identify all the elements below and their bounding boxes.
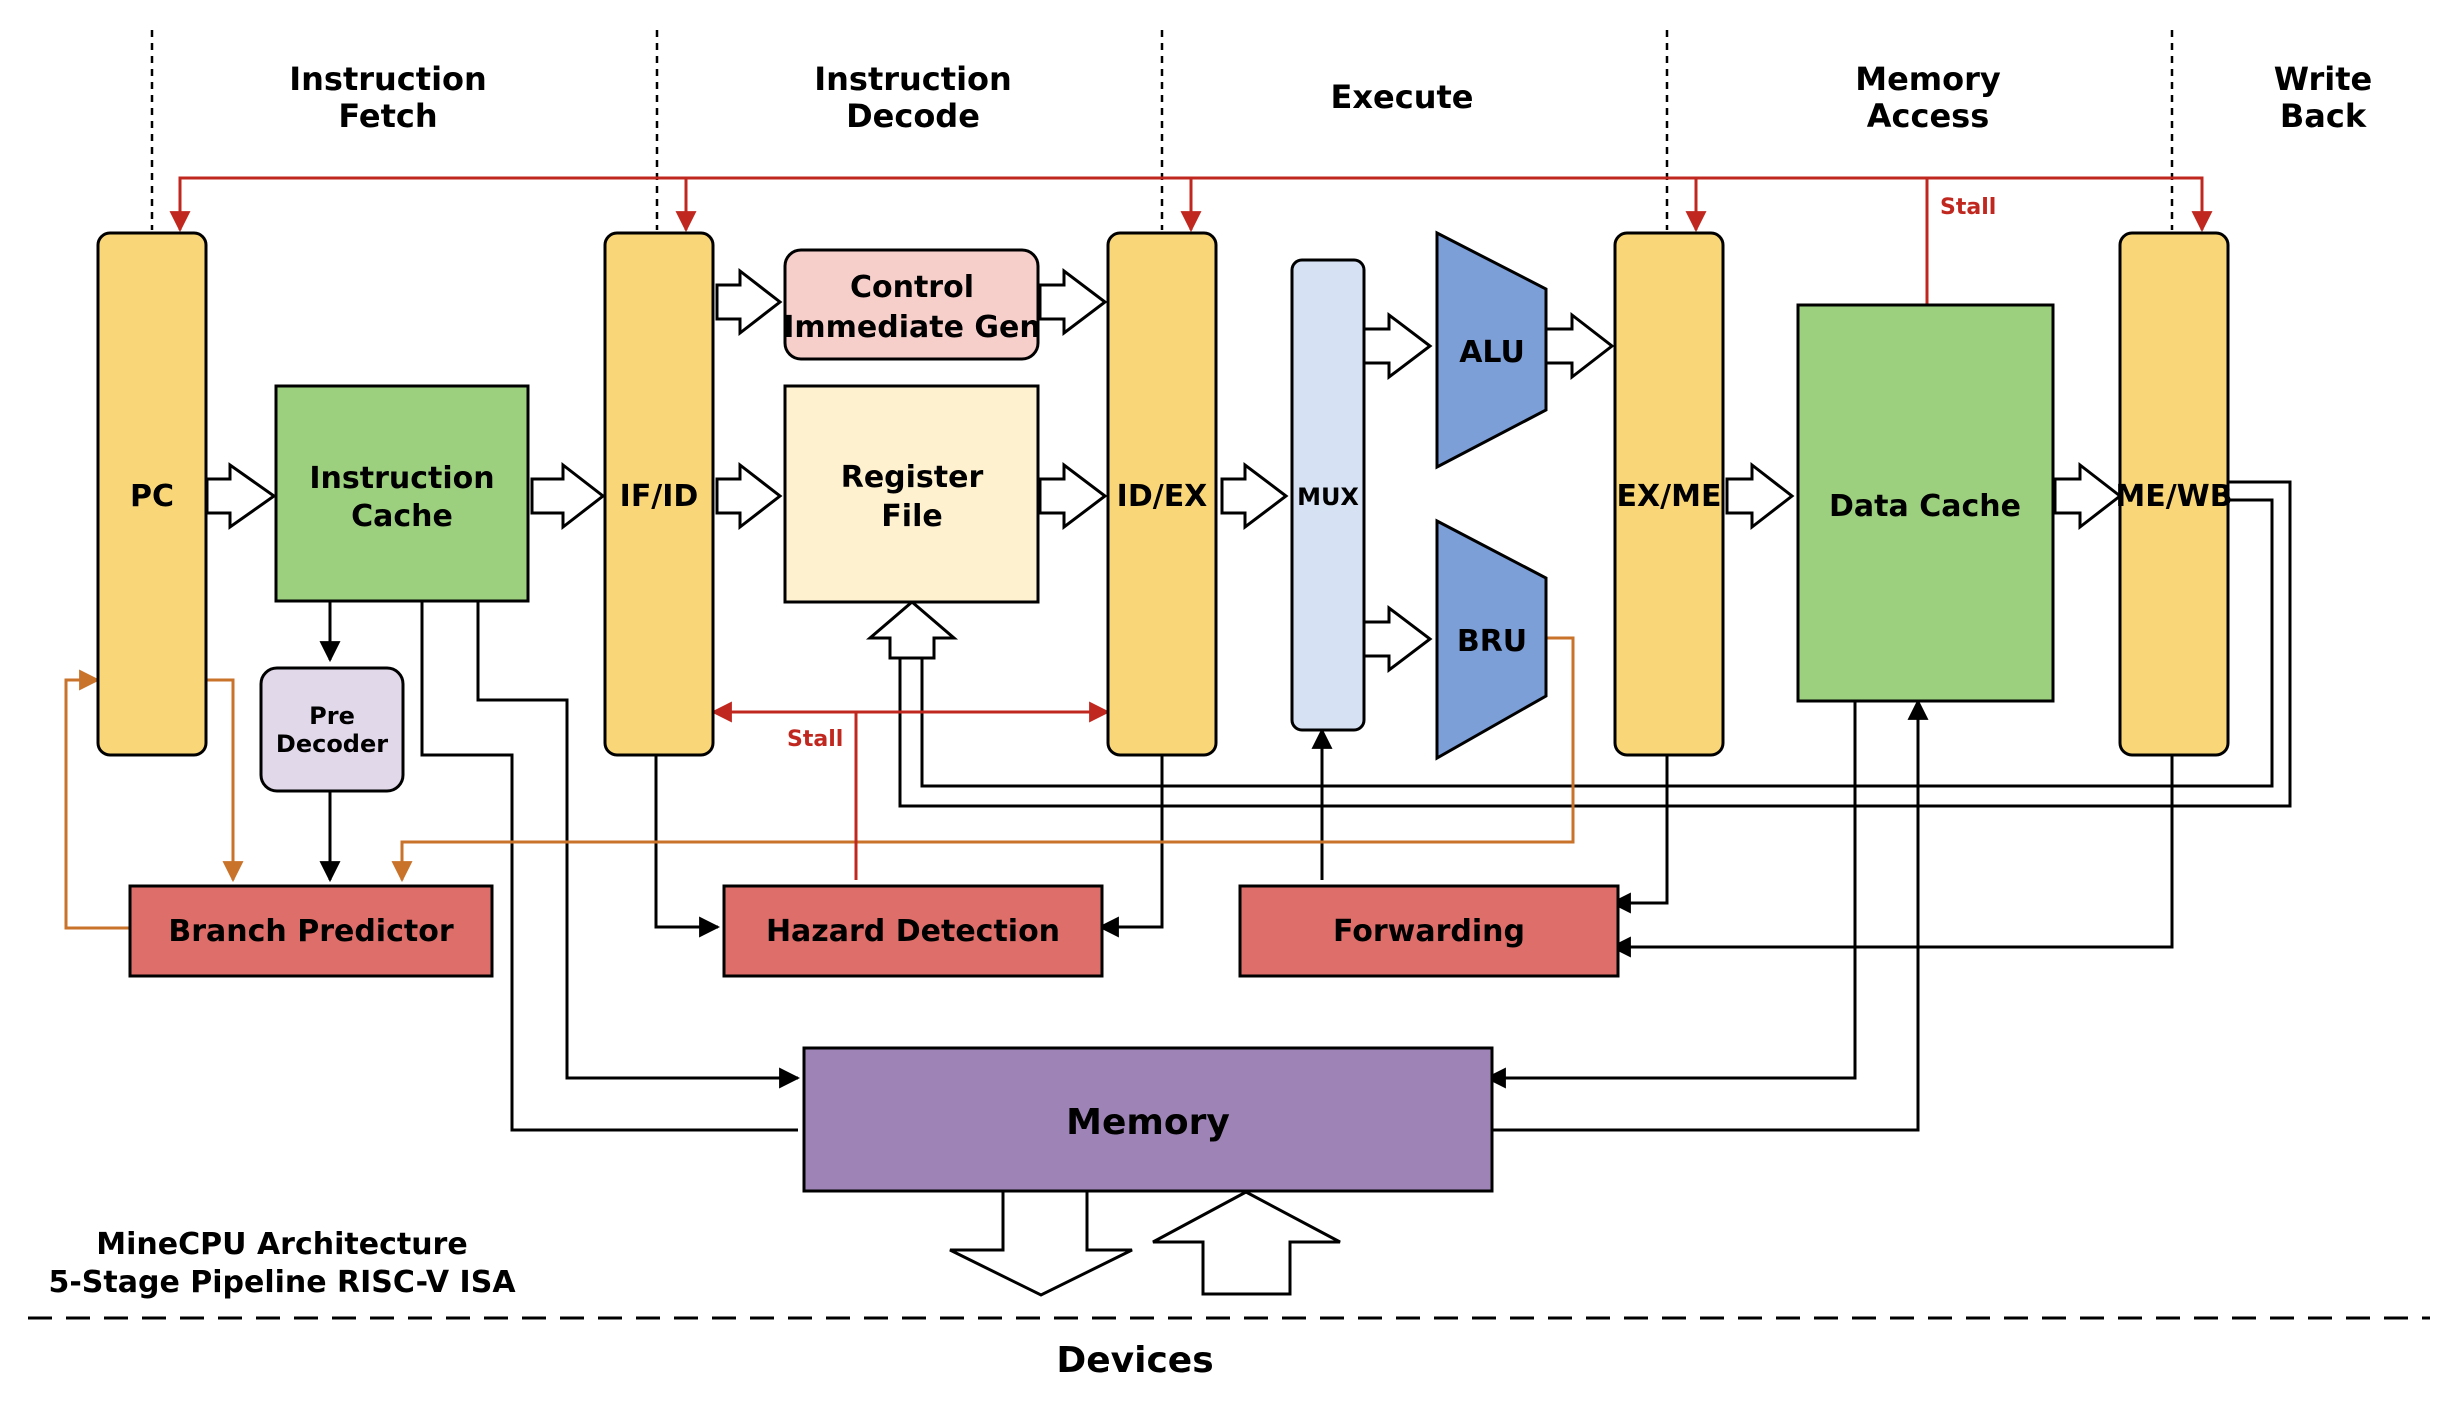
- memory-label: Memory: [1066, 1102, 1230, 1143]
- stall-mid-wires: [710, 701, 1111, 880]
- immediate-gen-label: Immediate Gen: [783, 310, 1041, 345]
- devices-label: Devices: [1056, 1340, 1213, 1381]
- stage-titles: Instruction Fetch Instruction Decode Exe…: [289, 60, 2372, 135]
- branch-predictor-label: Branch Predictor: [168, 914, 453, 949]
- stage-fetch-line2: Fetch: [338, 97, 437, 135]
- dataflow-arrows: [205, 267, 2123, 1297]
- pre-decoder-block: [259, 666, 405, 793]
- bru-label: BRU: [1457, 624, 1527, 659]
- control-label: Control: [850, 270, 974, 305]
- pre-decoder-line2: Decoder: [276, 730, 388, 758]
- arrow-control-idex: [1038, 267, 1108, 337]
- if-id-label: IF/ID: [620, 479, 699, 514]
- forwarding-block: [1238, 884, 1620, 978]
- register-file-block: [783, 384, 1040, 604]
- instruction-cache-line2: Cache: [351, 499, 453, 534]
- data-cache-block: [1796, 303, 2055, 703]
- mux-block: [1290, 258, 1366, 732]
- arrow-pc-icache: [205, 462, 277, 530]
- arrow-memory-to-devices: [949, 1189, 1133, 1297]
- mux-label: MUX: [1297, 483, 1359, 511]
- writeback-path: [898, 480, 2292, 808]
- arrow-ifid-regfile: [715, 461, 783, 531]
- stage-fetch-line1: Instruction: [289, 60, 487, 98]
- id-ex-label: ID/EX: [1117, 479, 1208, 514]
- stage-decode-line2: Decode: [846, 97, 980, 135]
- pipeline-registers: [96, 231, 2230, 757]
- hazard-detection-block: [722, 884, 1104, 978]
- alu-label: ALU: [1459, 335, 1525, 370]
- branch-wires: [64, 636, 1575, 930]
- data-cache-label: Data Cache: [1829, 489, 2021, 524]
- register-file-line2: File: [881, 499, 942, 534]
- me-wb-label: ME/WB: [2115, 479, 2232, 514]
- arrow-idex-mux: [1220, 461, 1289, 531]
- stage-writeback-line2: Back: [2280, 97, 2367, 135]
- architecture-title: MineCPU Architecture: [96, 1227, 467, 1262]
- stage-decode-line1: Instruction: [814, 60, 1012, 98]
- arrow-mux-bru: [1362, 604, 1433, 674]
- register-file-line1: Register: [841, 460, 984, 495]
- bru-block: [1435, 518, 1548, 761]
- stall-label-mid: Stall: [787, 727, 843, 752]
- arrow-alu-exme: [1544, 311, 1615, 381]
- forwarding-label: Forwarding: [1333, 914, 1525, 949]
- stall-label-top: Stall: [1940, 195, 1996, 220]
- arrow-dcache-mewb: [2053, 461, 2123, 531]
- arrow-devices-to-memory: [1152, 1190, 1341, 1296]
- arrow-hazard-regfile: [865, 600, 959, 660]
- stage-memory-line2: Access: [1867, 97, 1990, 135]
- ex-me-label: EX/ME: [1617, 479, 1722, 514]
- me-wb-register: [2118, 231, 2230, 757]
- id-ex-register: [1106, 231, 1218, 757]
- hazard-detection-label: Hazard Detection: [766, 914, 1060, 949]
- alu-block: [1435, 230, 1548, 470]
- branch-predictor-block: [128, 884, 494, 978]
- control-wires: [319, 601, 2174, 1132]
- arrow-regfile-idex: [1038, 461, 1108, 531]
- arrow-ifid-control: [715, 267, 783, 337]
- instruction-cache-block: [274, 384, 530, 603]
- stage-memory-line1: Memory: [1855, 60, 2001, 98]
- stall-bus: [169, 176, 2213, 305]
- pc-register: [96, 231, 208, 757]
- if-id-register: [603, 231, 715, 757]
- stage-execute: Execute: [1331, 78, 1474, 116]
- arrow-exme-dcache: [1725, 461, 1795, 531]
- architecture-subtitle: 5-Stage Pipeline RISC-V ISA: [48, 1265, 516, 1300]
- stage-writeback-line1: Write: [2274, 60, 2372, 98]
- arrow-icache-ifid: [530, 461, 606, 531]
- instruction-cache-line1: Instruction: [309, 461, 494, 496]
- ex-me-register: [1613, 231, 1725, 757]
- arrow-mux-alu: [1362, 311, 1433, 381]
- memory-block: [802, 1046, 1494, 1193]
- pc-label: PC: [130, 479, 174, 514]
- control-immediate-gen-block: [783, 248, 1040, 361]
- pre-decoder-line1: Pre: [309, 702, 355, 730]
